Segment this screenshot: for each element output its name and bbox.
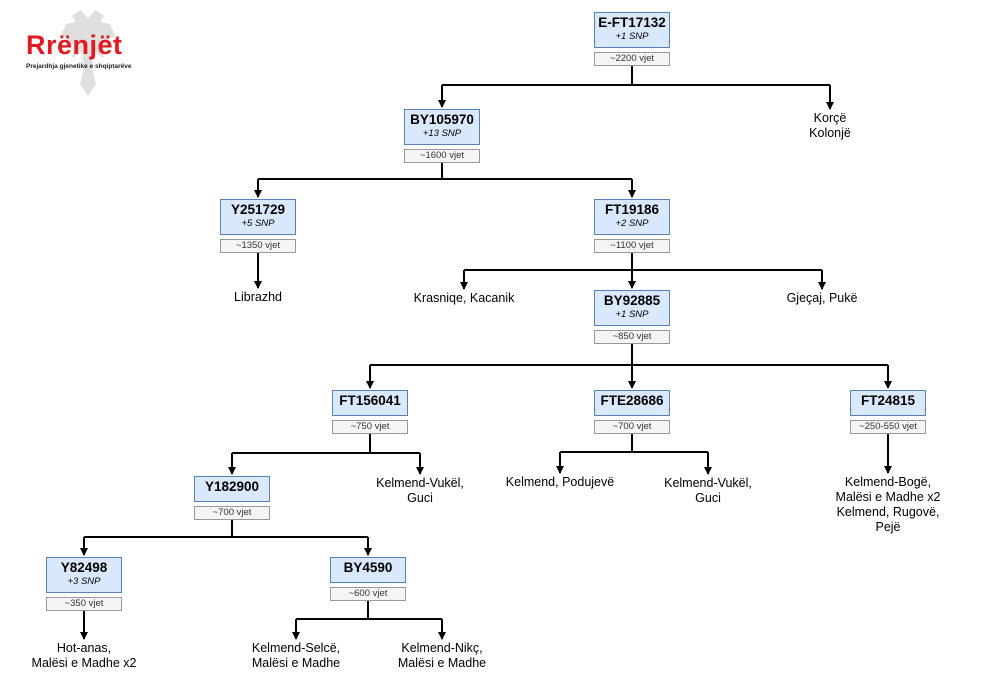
location-label: Kelmend, Podujevë [505, 475, 615, 489]
haplogroup-node: BY92885+1 SNP ~850 vjet [594, 290, 670, 344]
age-estimate: ~1100 vjet [594, 239, 670, 253]
snp-count: +3 SNP [67, 576, 101, 587]
haplogroup-node: FTE28686 ~700 vjet [594, 390, 670, 434]
haplogroup-box: FT156041 [332, 390, 408, 416]
location-label: Krasniqe, Kacanik [413, 291, 515, 305]
age-estimate: ~600 vjet [330, 587, 406, 601]
location-label: Kelmend-Bogë, Malësi e Madhe x2 Kelmend,… [835, 475, 941, 534]
haplogroup-box: FTE28686 [594, 390, 670, 416]
age-estimate: ~2200 vjet [594, 52, 670, 66]
age-estimate: ~850 vjet [594, 330, 670, 344]
haplogroup-box: BY105970+13 SNP [404, 109, 480, 145]
haplogroup-box: BY4590 [330, 557, 406, 583]
snp-count: +2 SNP [615, 218, 649, 229]
location-label: Hot-anas, Malësi e Madhe x2 [31, 641, 137, 670]
haplogroup-node: E-FT17132+1 SNP ~2200 vjet [594, 12, 670, 66]
haplogroup-name: BY105970 [410, 112, 474, 127]
location-label: Librazhd [234, 290, 282, 304]
snp-count: +13 SNP [422, 128, 462, 139]
location-label: Kelmend-Selcë, Malësi e Madhe [251, 641, 341, 670]
brand-tagline: Prejardhja gjenetike e shqiptarëve [26, 63, 132, 70]
age-estimate: ~750 vjet [332, 420, 408, 434]
location-label: Kelmend-Vukël, Guci [664, 476, 752, 505]
haplogroup-node: Y82498+3 SNP ~350 vjet [46, 557, 122, 611]
age-estimate: ~350 vjet [46, 597, 122, 611]
haplogroup-box: E-FT17132+1 SNP [594, 12, 670, 48]
brand-name: Rrënjët [26, 30, 123, 60]
haplogroup-node: Y182900 ~700 vjet [194, 476, 270, 520]
snp-count: +1 SNP [615, 31, 649, 42]
location-label: Kelmend-Nikç, Malësi e Madhe [397, 641, 487, 670]
haplogroup-node: Y251729+5 SNP ~1350 vjet [220, 199, 296, 253]
haplogroup-box: Y82498+3 SNP [46, 557, 122, 593]
haplogroup-name: FT24815 [860, 393, 916, 408]
haplogroup-name: Y251729 [230, 202, 286, 217]
age-estimate: ~250-550 vjet [850, 420, 926, 434]
age-estimate: ~1350 vjet [220, 239, 296, 253]
haplogroup-name: FT156041 [339, 393, 401, 408]
age-estimate: ~700 vjet [194, 506, 270, 520]
logo: Rrënjët Prejardhja gjenetike e shqiptarë… [20, 8, 140, 98]
haplogroup-box: FT24815 [850, 390, 926, 416]
haplogroup-box: FT19186+2 SNP [594, 199, 670, 235]
haplogroup-box: BY92885+1 SNP [594, 290, 670, 326]
haplogroup-node: FT19186+2 SNP ~1100 vjet [594, 199, 670, 253]
haplogroup-name: BY4590 [343, 560, 393, 575]
snp-count: +1 SNP [615, 309, 649, 320]
snp-count: +5 SNP [241, 218, 275, 229]
haplogroup-node: BY105970+13 SNP ~1600 vjet [404, 109, 480, 163]
haplogroup-box: Y182900 [194, 476, 270, 502]
haplogroup-name: BY92885 [603, 293, 661, 308]
double-headed-eagle-icon [60, 10, 116, 96]
location-label: Gjeçaj, Pukë [786, 291, 858, 305]
haplogroup-box: Y251729+5 SNP [220, 199, 296, 235]
location-label: Kelmend-Vukël, Guci [376, 476, 464, 505]
haplogroup-node: FT156041 ~750 vjet [332, 390, 408, 434]
age-estimate: ~700 vjet [594, 420, 670, 434]
haplogroup-name: FT19186 [604, 202, 660, 217]
haplogroup-name: Y182900 [204, 479, 260, 494]
age-estimate: ~1600 vjet [404, 149, 480, 163]
location-label: Korçë Kolonjë [809, 111, 851, 140]
haplogroup-node: FT24815 ~250-550 vjet [850, 390, 926, 434]
haplogroup-name: E-FT17132 [598, 15, 666, 30]
haplogroup-node: BY4590 ~600 vjet [330, 557, 406, 601]
haplogroup-name: FTE28686 [600, 393, 664, 408]
haplogroup-name: Y82498 [60, 560, 108, 575]
